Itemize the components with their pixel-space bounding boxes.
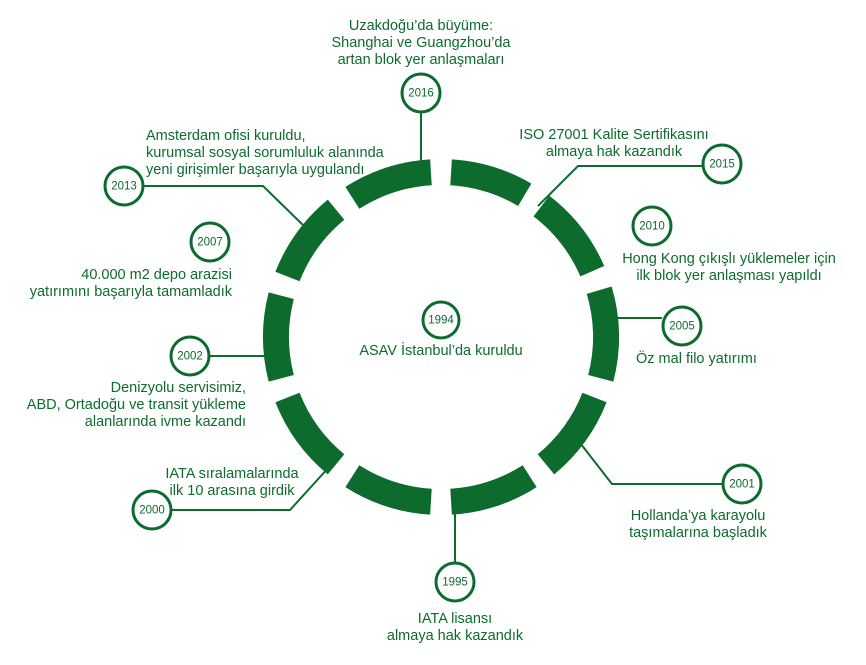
milestone-2010-line-1: Hong Kong çıkışlı yüklemeler için (622, 251, 836, 267)
ring-segment (533, 195, 605, 277)
milestone-2013-line-3: yeni girişimler başarıyla uygulandı (146, 162, 365, 178)
badge-2010-year: 2010 (639, 221, 665, 233)
milestone-2002-line-1: Denizyolu servisimiz, (110, 380, 246, 396)
connector-2000 (170, 465, 331, 511)
badge-2001-year: 2001 (729, 479, 755, 491)
badge-2007-circle (189, 221, 231, 263)
milestone-2016-line-1: Uzakdoğu’da büyüme: (348, 18, 494, 34)
badge-2005-circle (661, 305, 703, 347)
milestone-2015-text: ISO 27001 Kalite Sertifikasını almaya ha… (519, 127, 708, 161)
milestone-2001-line-1: Hollanda’ya karayolu (630, 508, 766, 524)
badge-2016-circle (400, 72, 442, 114)
badge-2001-circle (721, 463, 763, 505)
milestone-2005-line-1: Öz mal filo yatırımı (636, 351, 757, 367)
badge-2002-year: 2002 (177, 351, 203, 363)
milestone-2002-line-3: alanlarında ivme kazandı (84, 414, 246, 430)
milestone-2002-text: Denizyolu servisimiz, ABD, Ortadoğu ve t… (27, 380, 246, 431)
milestone-2010-text: Hong Kong çıkışlı yüklemeler için ilk bl… (622, 251, 836, 285)
center-badge-year: 1994 (428, 315, 454, 327)
milestone-2013-line-2: kurumsal sosyal sorumluluk alanında (146, 145, 384, 161)
milestone-1995-text: IATA lisansı almaya hak kazandık (387, 611, 523, 645)
ring-segment (586, 286, 619, 382)
milestone-2005-text: Öz mal filo yatırımı (636, 351, 757, 368)
milestone-2002-line-2: ABD, Ortadoğu ve transit yükleme (26, 397, 246, 413)
milestone-2016-text: Uzakdoğu’da büyüme: Shanghai ve Guangzho… (332, 18, 511, 69)
milestone-2013-text: Amsterdam ofisi kuruldu, kurumsal sosyal… (146, 128, 384, 179)
ring-segment (345, 465, 433, 515)
badge-1995-year: 1995 (442, 577, 468, 589)
badge-2016-year: 2016 (408, 88, 434, 100)
badge-2010-circle (631, 205, 673, 247)
milestone-2000-line-1: IATA sıralamalarında (165, 466, 299, 482)
ring-segment (275, 199, 345, 282)
milestone-2016-line-3: artan blok yer anlaşmaları (337, 52, 505, 68)
center-label-line: ASAV İstanbul’da kuruldu (359, 343, 523, 359)
badge-2015-year: 2015 (709, 159, 735, 171)
connector-2013 (143, 185, 305, 227)
ring-segment (263, 292, 294, 382)
badge-2007-year: 2007 (197, 237, 223, 249)
ring-segment (537, 392, 607, 475)
ring-segment (449, 159, 532, 207)
badge-2000-year: 2000 (139, 505, 165, 517)
connector-2001 (569, 429, 722, 485)
milestone-1995-line-2: almaya hak kazandık (386, 628, 524, 644)
milestone-2000-text: IATA sıralamalarında ilk 10 arasına gird… (165, 466, 298, 500)
milestone-2013-line-1: Amsterdam ofisi kuruldu, (146, 128, 306, 144)
milestone-2010-line-2: ilk blok yer anlaşması yapıldı (636, 268, 822, 284)
milestone-2016-line-2: Shanghai ve Guangzhou’da (331, 35, 511, 51)
ring-segment (449, 465, 537, 515)
milestone-2015-line-2: almaya hak kazandık (545, 144, 683, 160)
center-badge-circle (421, 300, 461, 340)
badge-2013-circle (103, 165, 145, 207)
milestone-2015-line-1: ISO 27001 Kalite Sertifikasını (519, 127, 709, 143)
milestone-2007-text: 40.000 m2 depo arazisi yatırımını başarı… (30, 267, 232, 301)
badge-2013-year: 2013 (111, 181, 137, 193)
ring-segment (345, 159, 433, 209)
milestone-2007-line-1: 40.000 m2 depo arazisi (81, 267, 232, 283)
ring-segment (275, 392, 345, 475)
connector-2015 (537, 165, 704, 207)
milestone-1995-line-1: IATA lisansı (417, 611, 493, 627)
milestone-2000-line-2: ilk 10 arasına girdik (169, 483, 295, 499)
milestone-2001-line-2: taşımalarına başladık (629, 525, 767, 541)
milestone-2007-line-2: yatırımını başarıyla tamamladık (29, 284, 232, 300)
center-label: ASAV İstanbul’da kuruldu (359, 343, 522, 360)
milestone-2001-text: Hollanda’ya karayolu taşımalarına başlad… (629, 508, 767, 542)
badge-2015-circle (701, 143, 743, 185)
badge-2005-year: 2005 (669, 321, 695, 333)
badge-2002-circle (169, 335, 211, 377)
badge-1995-circle (434, 561, 476, 603)
badge-2000-circle (131, 489, 173, 531)
